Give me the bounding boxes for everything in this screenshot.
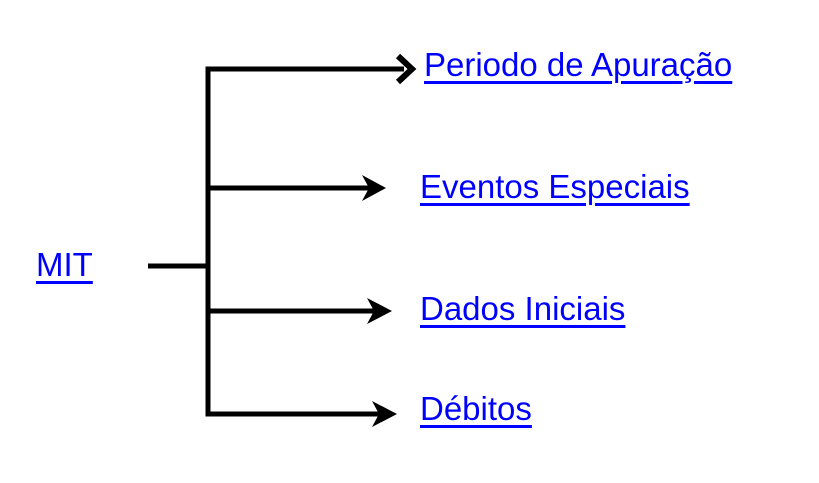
node-mit[interactable]: MIT bbox=[36, 246, 93, 283]
arrowhead-debitos-icon bbox=[372, 401, 397, 427]
node-periodo-de-apuracao[interactable]: Periodo de Apuração bbox=[424, 46, 733, 83]
node-debitos[interactable]: Débitos bbox=[420, 390, 532, 427]
arrowhead-dados-icon bbox=[367, 298, 392, 324]
node-dados-iniciais[interactable]: Dados Iniciais bbox=[420, 290, 626, 327]
node-eventos-especiais[interactable]: Eventos Especiais bbox=[420, 168, 690, 205]
arrowhead-periodo-icon bbox=[395, 53, 417, 85]
arrowhead-eventos-icon bbox=[362, 175, 386, 201]
